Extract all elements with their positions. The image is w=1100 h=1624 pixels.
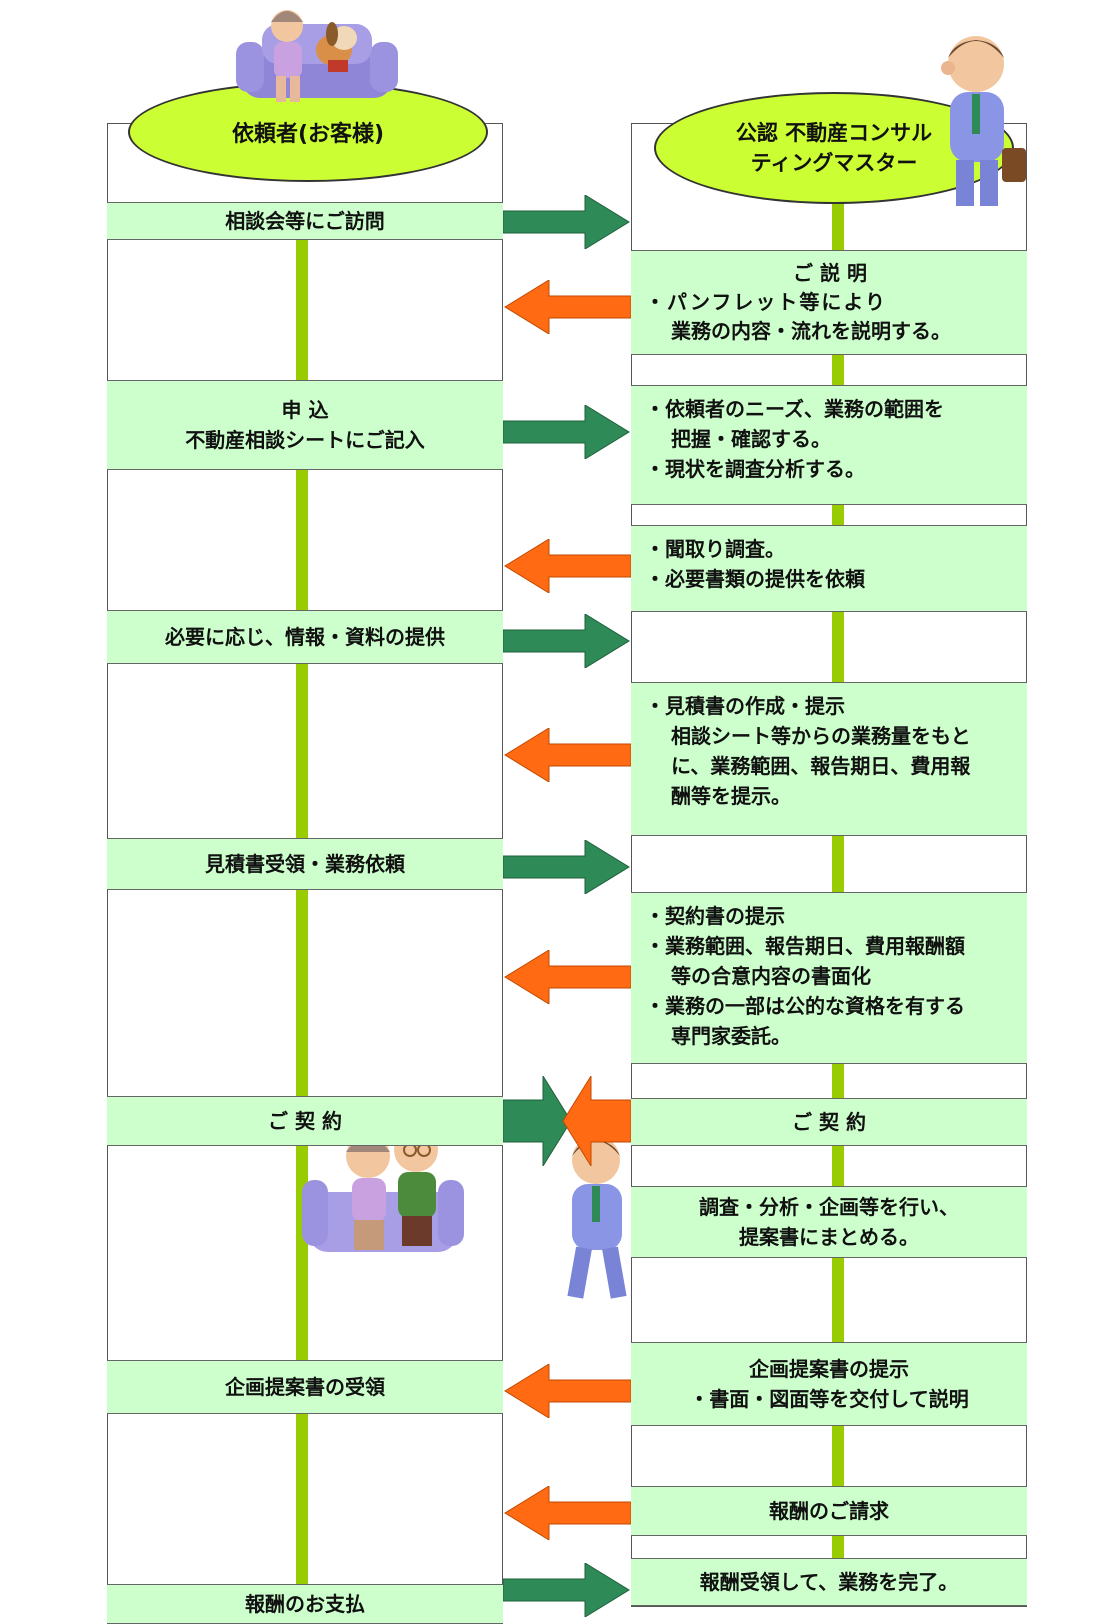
senior-woman-with-dog-icon <box>236 10 398 102</box>
master-step-estimate-line-1: ・見積書の作成・提示 <box>645 694 845 718</box>
arrow-left-icon <box>504 728 631 782</box>
master-timeline <box>832 505 844 525</box>
master-step-contract-prep-line-4: ・業務の一部は公的な資格を有する <box>645 994 965 1018</box>
client-step-estimate-label: 見積書受領・業務依頼 <box>205 852 405 876</box>
consultant-man-icon <box>941 36 1026 206</box>
client-step-contract: ご 契 約 <box>107 1096 503 1146</box>
arrow-left-icon <box>504 539 631 593</box>
master-timeline <box>832 1426 844 1486</box>
master-step-complete: 報酬受領して、業務を完了。 <box>631 1558 1027 1606</box>
master-step-contract-prep-line-2: ・業務範囲、報告期日、費用報酬額 <box>645 934 965 958</box>
master-timeline <box>832 836 844 892</box>
master-header-line-1: 公認 不動産コンサル <box>735 121 933 145</box>
master-step-estimate: ・見積書の作成・提示 相談シート等からの業務量をもと に、業務範囲、報告期日、費… <box>631 682 1027 836</box>
arrow-right-icon <box>503 195 630 249</box>
arrow-right-icon <box>503 840 630 894</box>
client-header-label: 依頼者(お客様) <box>231 122 385 147</box>
master-step-research-line-1: 調査・分析・企画等を行い、 <box>699 1195 959 1219</box>
client-step-visit: 相談会等にご訪問 <box>107 202 503 240</box>
master-step-contract-prep: ・契約書の提示 ・業務範囲、報告期日、費用報酬額 等の合意内容の書面化 ・業務の… <box>631 892 1027 1064</box>
client-step-provide: 必要に応じ、情報・資料の提供 <box>107 610 503 664</box>
arrow-left-icon <box>504 1364 631 1418</box>
client-step-visit-label: 相談会等にご訪問 <box>225 209 385 233</box>
master-step-contract-prep-line-3: 等の合意内容の書面化 <box>671 964 871 988</box>
client-step-provide-label: 必要に応じ、情報・資料の提供 <box>165 625 445 649</box>
arrow-right-icon <box>503 1563 630 1617</box>
master-step-proposal-line-1: 企画提案書の提示 <box>749 1357 909 1381</box>
master-timeline <box>832 1064 844 1098</box>
master-step-hearing: ・聞取り調査。 ・必要書類の提供を依頼 <box>631 525 1027 612</box>
master-step-invoice: 報酬のご請求 <box>631 1486 1027 1536</box>
master-step-contract-label: ご 契 約 <box>792 1110 866 1134</box>
client-timeline <box>296 470 308 610</box>
master-timeline <box>832 612 844 682</box>
master-step-needs-line-2: 把握・確認する。 <box>671 427 831 451</box>
master-step-needs-line-1: ・依頼者のニーズ、業務の範囲を <box>645 397 944 421</box>
client-step-apply-title: 申 込 <box>281 398 329 422</box>
arrow-right-icon <box>503 405 630 459</box>
master-step-estimate-line-2: 相談シート等からの業務量をもと <box>671 724 971 748</box>
client-timeline <box>296 664 308 838</box>
client-step-pay-label: 報酬のお支払 <box>245 1592 365 1616</box>
arrow-left-icon <box>504 1486 631 1540</box>
master-step-hearing-line-2: ・必要書類の提供を依頼 <box>645 567 865 591</box>
master-step-research-line-2: 提案書にまとめる。 <box>739 1225 919 1249</box>
arrow-left-icon <box>504 950 631 1004</box>
client-step-contract-label: ご 契 約 <box>268 1109 342 1133</box>
master-step-explain: ご 説 明 ・パンフレット等により 業務の内容・流れを説明する。 <box>631 250 1027 355</box>
master-timeline <box>832 1258 844 1342</box>
master-step-proposal-line-2: ・書面・図面等を交付して説明 <box>689 1387 969 1411</box>
master-step-needs-line-3: ・現状を調査分析する。 <box>645 457 865 481</box>
master-step-hearing-line-1: ・聞取り調査。 <box>645 537 785 561</box>
master-header-line-2: ティングマスター <box>750 151 918 175</box>
master-step-complete-label: 報酬受領して、業務を完了。 <box>699 1570 959 1594</box>
master-step-research: 調査・分析・企画等を行い、 提案書にまとめる。 <box>631 1186 1027 1258</box>
client-timeline <box>296 240 308 380</box>
master-step-contract-prep-line-1: ・契約書の提示 <box>645 904 785 928</box>
master-step-contract: ご 契 約 <box>631 1098 1027 1146</box>
master-step-explain-line-1: ・パンフレット等により <box>645 290 887 314</box>
contract-arrows-icon <box>503 1076 631 1166</box>
master-step-invoice-label: 報酬のご請求 <box>769 1499 889 1523</box>
master-timeline <box>832 1146 844 1186</box>
master-step-estimate-line-3: に、業務範囲、報告期日、費用報 <box>671 754 971 778</box>
client-timeline <box>296 1414 308 1584</box>
arrow-right-icon <box>503 614 630 668</box>
client-step-apply: 申 込 不動産相談シートにご記入 <box>107 380 503 470</box>
client-step-apply-detail: 不動産相談シートにご記入 <box>185 428 425 452</box>
master-timeline <box>832 196 844 250</box>
client-step-pay: 報酬のお支払 <box>107 1584 503 1624</box>
master-step-estimate-line-4: 酬等を提示。 <box>671 784 791 808</box>
client-step-receive-label: 企画提案書の受領 <box>225 1375 385 1399</box>
master-step-needs: ・依頼者のニーズ、業務の範囲を 把握・確認する。 ・現状を調査分析する。 <box>631 385 1027 505</box>
master-step-explain-title: ご 説 明 <box>793 261 867 285</box>
client-step-estimate: 見積書受領・業務依頼 <box>107 838 503 890</box>
arrow-left-icon <box>504 280 631 334</box>
client-step-receive: 企画提案書の受領 <box>107 1360 503 1414</box>
master-step-explain-line-2: 業務の内容・流れを説明する。 <box>671 319 951 343</box>
master-timeline <box>832 1536 844 1558</box>
master-timeline <box>832 355 844 385</box>
client-timeline <box>296 890 308 1096</box>
master-step-proposal: 企画提案書の提示 ・書面・図面等を交付して説明 <box>631 1342 1027 1426</box>
master-step-contract-prep-line-5: 専門家委託。 <box>671 1024 791 1048</box>
